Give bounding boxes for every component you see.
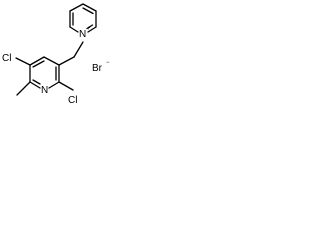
double-bond-inner [32, 79, 41, 85]
ring-nitrogen-label: N [41, 85, 48, 96]
bond [87, 26, 97, 33]
double-bond-inner [32, 60, 45, 68]
bond [43, 56, 60, 66]
bond [69, 26, 79, 33]
bromide-label: Br [92, 63, 103, 74]
chlorine-right-label: Cl [68, 95, 77, 106]
negative-charge-label: − [106, 60, 110, 66]
methylene-bond [58, 56, 75, 66]
bond [29, 81, 41, 89]
double-bond-inner [82, 7, 94, 15]
double-bond-inner [86, 24, 94, 30]
dichloropyridine-ring [29, 56, 60, 89]
methylene-bond [73, 41, 84, 58]
bond [82, 3, 97, 12]
pyridinium-nitrogen-label: N [79, 29, 86, 40]
chlorine-bond-left [15, 57, 31, 66]
bond [29, 56, 45, 66]
bond [69, 3, 84, 12]
chlorine-bond-bottom [16, 81, 31, 96]
chemical-structure: N + Cl N Cl Br − [2, 3, 110, 106]
chlorine-left-label: Cl [2, 53, 11, 64]
positive-charge-label: + [87, 26, 91, 32]
pyridinium-ring [69, 3, 97, 33]
bond [48, 81, 60, 89]
chlorine-bond-right [58, 81, 74, 91]
